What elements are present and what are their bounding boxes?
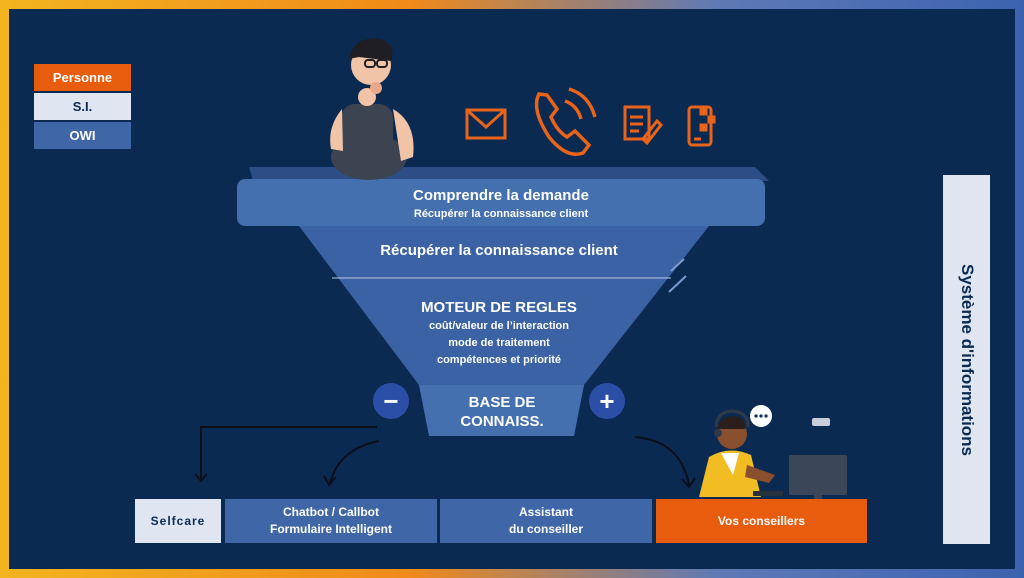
flow-arrows — [194, 426, 696, 489]
funnel-level3-line: mode de traitement — [448, 337, 550, 349]
form-icon — [623, 105, 663, 146]
systeme-informations-bar: Système d'informations — [943, 175, 990, 544]
funnel-body — [299, 226, 709, 385]
funnel-shadow — [249, 167, 769, 181]
outcome-selfcare: Selfcare — [135, 499, 221, 543]
plus-button[interactable]: + — [589, 383, 625, 419]
woman-illustration — [330, 38, 414, 180]
advisor-illustration — [699, 405, 847, 504]
outcome-assistant-line: du conseiller — [508, 522, 584, 536]
funnel-level3-line: coût/valeur de l’interaction — [429, 320, 569, 332]
phone-icon — [534, 87, 597, 156]
funnel-level3-line: compétences et priorité — [436, 354, 562, 366]
funnel-level1-title: Comprendre la demande — [413, 187, 589, 204]
funnel-level2-title: Récupérer la connaissance client — [380, 242, 618, 259]
minus-button[interactable]: − — [373, 383, 409, 419]
funnel-top-band — [237, 179, 765, 226]
funnel-level1-subtitle: Récupérer la connaissance client — [413, 208, 589, 220]
funnel-level3-title: MOTEUR DE REGLES — [421, 299, 577, 316]
outcome-conseillers: Vos conseillers — [656, 499, 867, 543]
outcome-assistant: Assistant du conseiller — [440, 499, 652, 543]
mobile-icon — [687, 105, 716, 147]
outcome-chatbot-line: Formulaire Intelligent — [269, 522, 392, 536]
diagram-panel: Personne S.I. OWI Comprendre la demande … — [9, 9, 1015, 569]
outcome-chatbot: Chatbot / Callbot Formulaire Intelligent — [225, 499, 437, 543]
outcome-assistant-line: Assistant — [518, 505, 574, 519]
side-label: Système d'informations — [957, 263, 977, 456]
funnel-neck — [419, 385, 584, 436]
funnel-level4-line: CONNAISS. — [460, 413, 544, 430]
mail-icon — [465, 108, 507, 140]
funnel-level4-line: BASE DE — [468, 394, 536, 411]
funnel-level4-title: BASE DE CONNAISS. — [418, 393, 586, 431]
legend-personne: Personne — [34, 64, 131, 91]
diagram-artwork — [194, 38, 847, 504]
legend-si: S.I. — [34, 93, 131, 120]
legend-owi: OWI — [34, 122, 131, 149]
funnel-shine — [668, 258, 687, 293]
outcome-chatbot-line: Chatbot / Callbot — [283, 505, 379, 519]
